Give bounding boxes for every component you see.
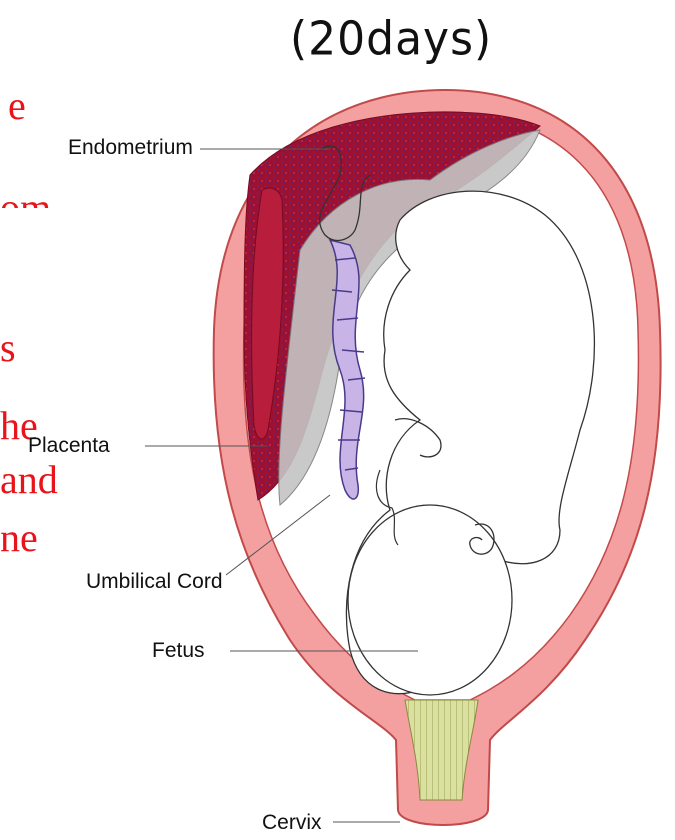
- label-endometrium: Endometrium: [68, 137, 193, 158]
- label-fetus: Fetus: [152, 640, 205, 661]
- label-cervix: Cervix: [262, 812, 322, 833]
- fetus-head: [348, 505, 512, 695]
- label-placenta: Placenta: [28, 435, 110, 456]
- label-umbilical-cord: Umbilical Cord: [86, 571, 223, 592]
